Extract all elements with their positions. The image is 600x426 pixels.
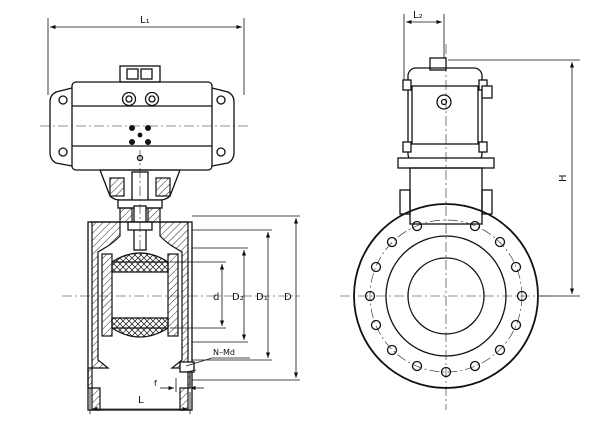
label-h: H [558,174,569,182]
dimension-f: f [154,378,204,392]
label-D: D [284,292,292,303]
bolt-hole [510,261,522,273]
bolt-hole [440,366,452,378]
end-flange [340,203,552,389]
bolt-hole [494,236,506,248]
label-d1: D₁ [256,292,268,303]
bolt-hole [516,290,528,302]
bolt-hole [386,236,398,248]
label-d2: D₂ [232,292,244,303]
label-l: L [138,395,144,406]
label-n-md: N–Md [213,348,235,357]
bolt-hole [510,319,522,331]
dimension-l2: L₂ [403,10,445,82]
dimension-l1: L₁ [47,15,245,95]
dimension-group-diameters: d D₂ D₁ D [170,215,300,381]
valve-stem [119,150,161,262]
bolt-hole [364,290,376,302]
bolt-hole [370,261,382,273]
bolt-hole [469,220,481,232]
dimension-l: L [89,388,191,414]
bolt-hole [411,220,423,232]
bolt-hole [494,344,506,356]
front-flange-view: L₂ [340,10,580,410]
actuator-end-view [397,57,495,169]
label-d: d [213,292,219,303]
bolt-hole [411,360,423,372]
dimension-h: H [448,59,580,297]
label-l2: L₂ [413,10,423,21]
label-f: f [154,379,157,388]
pneumatic-actuator [49,65,235,171]
bolt-hole-callout: N–Md [185,348,250,373]
bolt-hole [469,360,481,372]
side-section-view: L₁ [40,15,300,414]
bolt-hole [386,344,398,356]
bolt-hole [370,319,382,331]
label-l1: L₁ [140,15,150,26]
